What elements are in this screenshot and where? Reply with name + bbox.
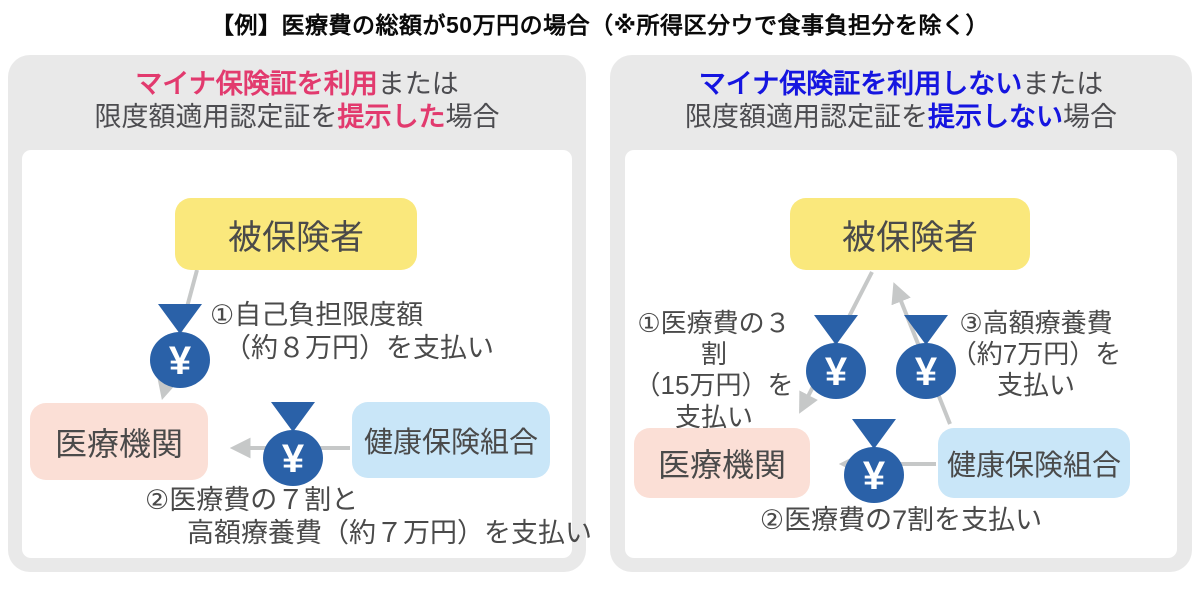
right-step2-label: ②医療費の7割を支払い: [759, 505, 1043, 535]
right-header-post2: 場合: [1063, 102, 1117, 133]
left-header-post2: 場合: [445, 102, 500, 133]
yen-symbol: ¥: [282, 437, 305, 481]
left-header-highlight2: 提示した: [337, 102, 446, 133]
right-step1-label: ①医療費の３割 （15万円）を 支払い: [625, 308, 803, 433]
left-step1-line1: ①自己負担限度額: [210, 300, 424, 330]
left-step2-line2: 高額療養費（約７万円）を支払い: [187, 518, 592, 549]
money-bag-icon: ¥: [896, 315, 956, 399]
right-step3-line3: 支払い: [996, 370, 1075, 401]
left-panel-header: マイナ保険証を利用または 限度額適用認定証を提示した場合: [8, 68, 586, 134]
right-step3-line2: （約7万円）を: [950, 339, 1122, 370]
right-header-pre2: 限度額適用認定証を: [685, 102, 928, 133]
insurer-box: 健康保険組合: [352, 402, 550, 478]
page-title: 【例】医療費の総額が50万円の場合（※所得区分ウで食事負担分を除く）: [211, 12, 989, 38]
right-flow-area: 被保険者 ¥ ¥ ①医療費の３割 （15万円）を 支払い ③高額療養費 （約7万…: [625, 150, 1177, 558]
yen-symbol: ¥: [169, 339, 192, 383]
left-header-rest1: または: [377, 69, 459, 99]
left-header-highlight1: マイナ保険証を利用: [135, 69, 378, 99]
left-step1-line2: （約８万円）を支払い: [224, 333, 494, 364]
money-bag-icon: ¥: [150, 304, 210, 388]
money-bag-icon: ¥: [844, 419, 904, 503]
left-header-line1: マイナ保険証を利用または: [8, 68, 586, 101]
right-step1-line3: 支払い: [674, 401, 753, 432]
right-header-highlight2: 提示しない: [928, 102, 1063, 133]
panel-with-myna-card: マイナ保険証を利用または 限度額適用認定証を提示した場合 被保険者 ¥: [8, 55, 592, 572]
right-panel-header: マイナ保険証を利用しないまたは 限度額適用認定証を提示しない場合: [610, 68, 1192, 134]
left-flow-area: 被保険者 ¥ ①自己負担限度額 （約８万円）を支払い 医療機関 健康保険組合 ¥…: [22, 150, 592, 558]
right-header-line1: マイナ保険証を利用しないまたは: [610, 68, 1192, 101]
yen-symbol: ¥: [915, 350, 938, 394]
right-step1-line1: ①医療費の３割: [637, 308, 791, 370]
right-header-line2: 限度額適用認定証を提示しない場合: [610, 101, 1192, 134]
insured-box: 被保険者: [790, 198, 1030, 270]
insurer-box: 健康保険組合: [938, 428, 1130, 498]
right-step1-line2: （15万円）を: [634, 370, 794, 401]
left-header-line2: 限度額適用認定証を提示した場合: [8, 101, 586, 134]
hospital-box: 医療機関: [634, 428, 810, 498]
panel-without-myna-card: マイナ保険証を利用しないまたは 限度額適用認定証を提示しない場合 被保険者 ¥: [610, 55, 1192, 572]
left-header-pre2: 限度額適用認定証を: [94, 102, 338, 133]
left-step2-line1: ②医療費の７割と: [145, 485, 359, 515]
money-bag-icon: ¥: [263, 402, 323, 486]
left-step1-label: ①自己負担限度額 （約８万円）を支払い: [210, 299, 494, 366]
right-step3-label: ③高額療養費 （約7万円）を 支払い: [945, 308, 1127, 402]
insured-box: 被保険者: [175, 198, 417, 270]
right-header-highlight1: マイナ保険証を利用しない: [698, 69, 1023, 99]
left-step2-label: ②医療費の７割と 高額療養費（約７万円）を支払い: [145, 484, 592, 551]
right-step3-line1: ③高額療養費: [959, 308, 1113, 338]
hospital-box: 医療機関: [30, 403, 208, 480]
right-header-rest1: または: [1022, 69, 1104, 99]
money-bag-icon: ¥: [806, 315, 866, 399]
yen-symbol: ¥: [825, 350, 848, 394]
yen-symbol: ¥: [863, 454, 886, 498]
